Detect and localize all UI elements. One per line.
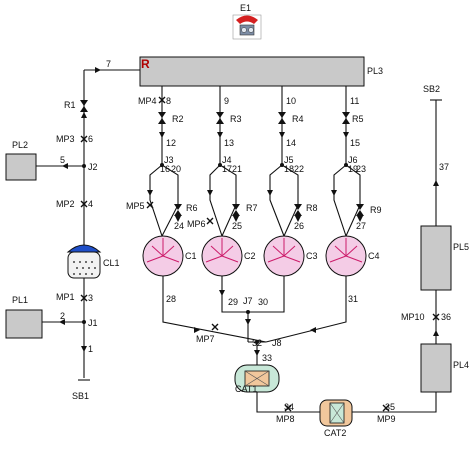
- label-r4: R4: [292, 114, 304, 124]
- label-r3: R3: [230, 114, 242, 124]
- pipe-22: 22: [294, 164, 304, 174]
- pipe-23: 23: [356, 164, 366, 174]
- label-pl1: PL1: [12, 295, 28, 305]
- pipe-20: 20: [171, 164, 181, 174]
- label-pl2: PL2: [12, 140, 28, 150]
- label-cat2: CAT2: [324, 428, 346, 438]
- label-mp1: MP1: [56, 292, 75, 302]
- compressor-c4[interactable]: [325, 235, 367, 277]
- catalyst-cat2[interactable]: [319, 399, 353, 427]
- label-c3: C3: [306, 251, 318, 261]
- plenum-pl4[interactable]: [420, 343, 452, 393]
- label-j4: J4: [222, 155, 232, 165]
- label-r2: R2: [172, 114, 184, 124]
- pipe-2: 2: [60, 311, 65, 321]
- label-r8: R8: [306, 203, 318, 213]
- pipe-13: 13: [224, 138, 234, 148]
- label-cl1: CL1: [103, 258, 120, 268]
- pipe-30: 30: [258, 297, 268, 307]
- label-pl5: PL5: [453, 242, 469, 252]
- pipe-28: 28: [166, 294, 176, 304]
- pipe-27: 27: [356, 221, 366, 231]
- label-r1: R1: [64, 100, 76, 110]
- pipe-16: 16: [160, 164, 170, 174]
- pipe-17: 17: [222, 164, 232, 174]
- compressor-c2[interactable]: [201, 235, 243, 277]
- label-mp3: MP3: [56, 134, 75, 144]
- pipe-21: 21: [232, 164, 242, 174]
- label-r9: R9: [370, 205, 382, 215]
- restriction-markers: [80, 100, 364, 344]
- pipe-14: 14: [286, 138, 296, 148]
- pipe-15: 15: [350, 138, 360, 148]
- label-mp9: MP9: [377, 414, 396, 424]
- pipe-7: 7: [106, 59, 111, 69]
- label-pl4: PL4: [453, 360, 469, 370]
- pipe-1: 1: [88, 344, 93, 354]
- pipe-31: 31: [348, 294, 358, 304]
- labels: E1 R PL3 PL2 PL1 PL5 PL4 SB1 SB2 CL1 R1 …: [12, 3, 469, 438]
- label-pl3-marker: R: [141, 57, 150, 71]
- label-r5: R5: [352, 114, 364, 124]
- pipe-6: 6: [88, 134, 93, 144]
- label-sb2: SB2: [423, 84, 440, 94]
- label-cat1: CAT1: [235, 384, 257, 394]
- label-mp6: MP6: [187, 219, 206, 229]
- pipe-4: 4: [88, 199, 93, 209]
- label-mp8: MP8: [276, 414, 295, 424]
- label-e1: E1: [240, 3, 251, 13]
- label-c4: C4: [368, 251, 380, 261]
- plenum-pl5[interactable]: [420, 225, 452, 291]
- pipe-10: 10: [286, 96, 296, 106]
- pipe-18: 18: [284, 164, 294, 174]
- engine-icon[interactable]: [232, 14, 262, 40]
- compressor-c3[interactable]: [263, 235, 305, 277]
- label-c1: C1: [185, 251, 197, 261]
- label-mp7: MP7: [196, 334, 215, 344]
- pipe-11: 11: [350, 96, 359, 106]
- label-j1: J1: [88, 318, 98, 328]
- label-mp10: MP10: [401, 312, 425, 322]
- pipe-9: 9: [224, 96, 229, 106]
- label-j7: J7: [243, 296, 253, 306]
- label-mp5: MP5: [126, 201, 145, 211]
- pipe-24: 24: [174, 221, 184, 231]
- label-sb1: SB1: [72, 391, 89, 401]
- label-c2: C2: [244, 251, 256, 261]
- pipe-25: 25: [232, 221, 242, 231]
- pipe-34: 34: [284, 402, 294, 412]
- pipe-3: 3: [88, 293, 93, 303]
- pipe-32: 32: [252, 338, 262, 348]
- label-j2: J2: [88, 162, 98, 172]
- label-mp4: MP4: [138, 96, 157, 106]
- label-mp2: MP2: [56, 199, 75, 209]
- pipe-37: 37: [439, 162, 449, 172]
- pipe-29: 29: [228, 297, 238, 307]
- plenum-pl2[interactable]: [5, 153, 37, 181]
- label-pl3: PL3: [367, 66, 383, 76]
- compressor-c1[interactable]: [142, 235, 184, 277]
- pipe-33: 33: [262, 353, 272, 363]
- pipe-36: 36: [441, 312, 451, 322]
- pipe-12: 12: [166, 138, 176, 148]
- pipe-26: 26: [294, 221, 304, 231]
- label-r7: R7: [246, 203, 258, 213]
- pipe-lines: [36, 69, 437, 413]
- label-j6: J6: [348, 155, 358, 165]
- plenum-pl3[interactable]: [139, 56, 365, 87]
- measure-point-markers: [80, 96, 440, 412]
- cooler-cl1[interactable]: [66, 244, 102, 279]
- pipe-5: 5: [60, 155, 65, 165]
- pipe-19: 19: [348, 164, 358, 174]
- label-j3: J3: [164, 155, 174, 165]
- label-j5: J5: [284, 155, 294, 165]
- pipe-35: 35: [385, 402, 395, 412]
- label-j8: J8: [272, 338, 282, 348]
- pipe-8: 8: [166, 96, 171, 106]
- label-r6: R6: [186, 203, 198, 213]
- catalyst-cat1[interactable]: [234, 364, 280, 393]
- plenum-pl1[interactable]: [5, 309, 43, 339]
